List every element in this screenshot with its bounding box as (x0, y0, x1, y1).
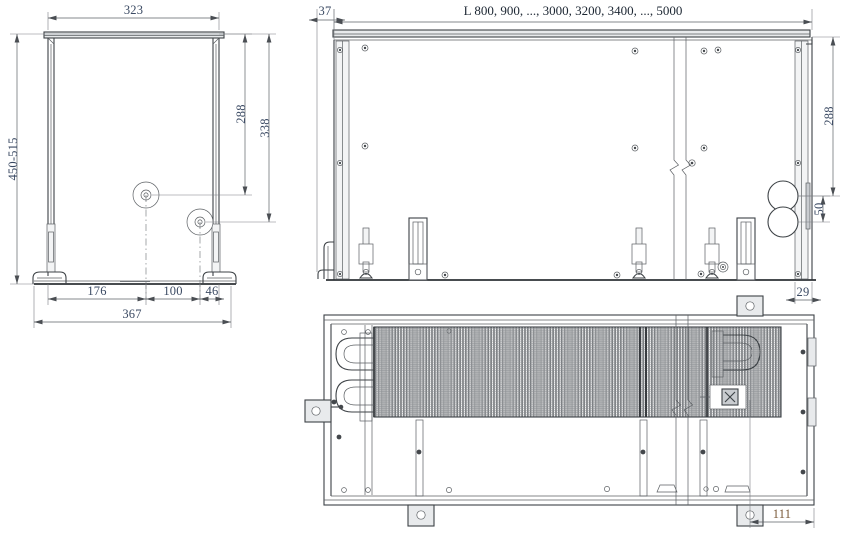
front-left-bracket (317, 241, 334, 279)
front-body (326, 39, 816, 281)
front-pipe-connection-lower (767, 206, 799, 238)
front-mounting-post-2 (736, 217, 756, 281)
front-mounting-post-1 (408, 217, 428, 281)
front-leveling-foot-3 (704, 227, 720, 279)
dim-29-end-margin: 29 (786, 282, 821, 304)
plan-bracket-left (304, 399, 344, 423)
dim-label-288-side: 288 (234, 104, 248, 123)
plan-bracket-top (736, 295, 764, 317)
dim-label-46: 46 (206, 284, 219, 298)
front-break-lines (669, 37, 692, 280)
side-right-panel (211, 37, 221, 276)
dim-450-515-overall-height: 450-515 (6, 33, 226, 285)
dim-chain-bottom: 176 100 46 (47, 284, 224, 305)
plan-return-bend-left (335, 332, 374, 422)
dim-323-top-width: 323 (47, 3, 220, 30)
dim-50-port-spacing: 50 (798, 195, 830, 223)
plan-break-lines (671, 315, 694, 505)
front-top-cover (332, 29, 811, 38)
plan-fasteners (331, 328, 719, 493)
dim-label-100: 100 (163, 284, 182, 298)
dim-367-base-width: 367 (33, 286, 232, 328)
side-left-panel (46, 37, 56, 276)
dim-label-37: 37 (319, 4, 332, 18)
dim-label-338: 338 (258, 118, 272, 137)
label-length-range: L 800, 900, ..., 3000, 3200, 3400, ..., … (464, 3, 683, 18)
dim-288-body-height: 288 (798, 36, 840, 197)
front-left-end-panel (335, 40, 350, 280)
dim-label-288-front: 288 (822, 106, 836, 125)
dim-288-inner-height: 288 (152, 33, 252, 196)
front-right-end-panel (794, 37, 813, 280)
dim-label-323: 323 (124, 3, 143, 17)
front-leveling-foot-2 (631, 227, 647, 279)
plan-internal-struts (415, 419, 708, 497)
dim-label-450-515: 450-515 (6, 137, 20, 180)
view-front-elevation: 37 L 800, 900, ..., 3000, 3200, 3400, ..… (309, 3, 840, 304)
dim-label-367: 367 (122, 307, 141, 321)
plan-return-bend-right (700, 330, 761, 410)
front-face-fasteners (361, 44, 729, 279)
side-top-cover (43, 31, 225, 39)
length-label-group: L 800, 900, ..., 3000, 3200, 3400, ..., … (333, 3, 813, 30)
dim-label-50: 50 (812, 203, 826, 216)
dim-label-29: 29 (797, 285, 810, 299)
side-base-rail (32, 271, 237, 285)
view-plan: 111 (304, 295, 817, 528)
front-leveling-foot-1 (358, 227, 374, 279)
plan-bracket-bottom-1 (407, 504, 435, 527)
plan-bracket-right (800, 337, 817, 475)
dim-111-connection-offset: 111 (749, 400, 815, 528)
dim-338-outer-height: 338 (206, 33, 276, 223)
dim-label-111: 111 (773, 507, 791, 521)
dim-label-176: 176 (87, 284, 106, 298)
view-side-elevation: 323 450-515 288 338 (6, 3, 276, 328)
